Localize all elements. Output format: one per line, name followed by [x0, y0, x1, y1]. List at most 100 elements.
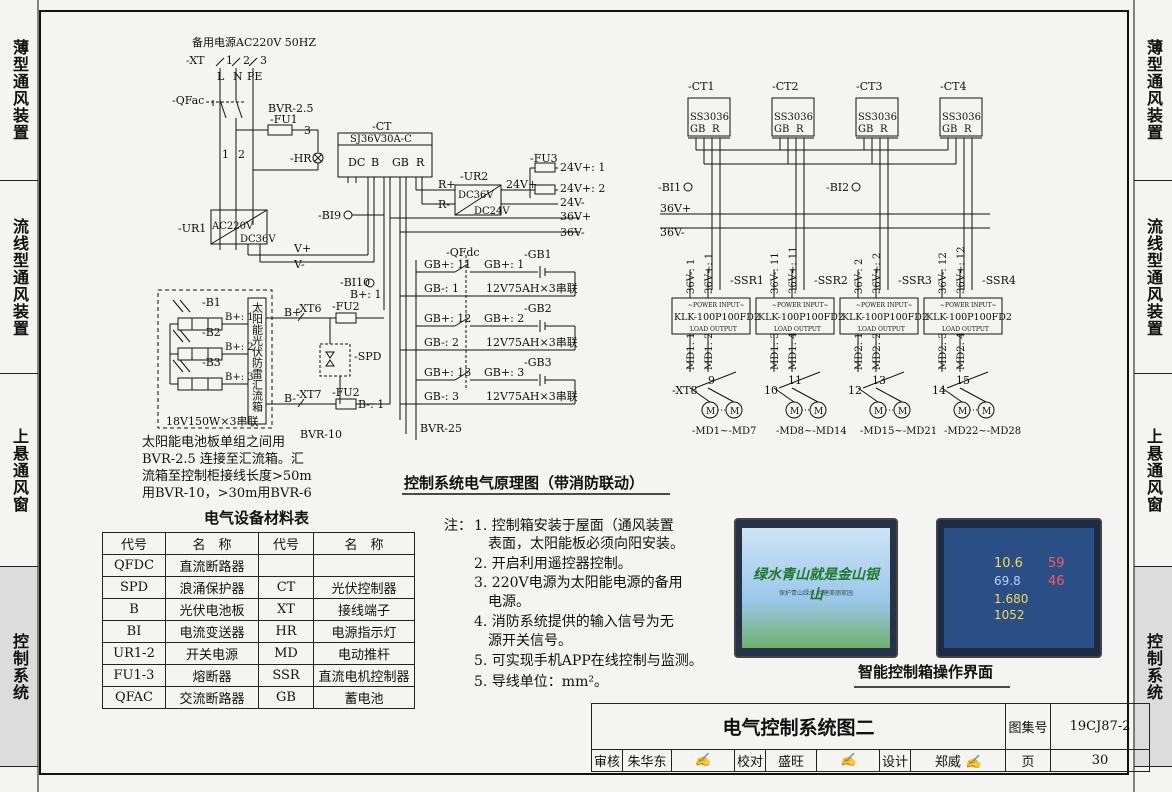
panel-b1-label: -B1: [202, 296, 221, 309]
gb1-left-minus: GB-: 1: [424, 282, 459, 295]
wire-2-label: 2: [238, 148, 245, 161]
ssr4-md1: MD2: 3: [938, 332, 949, 370]
ssr3-in2: 36V+: 2: [872, 253, 883, 294]
diagram-title: 控制系统电气原理图（带消防联动）: [404, 474, 644, 492]
note-1a: 1. 控制箱安装于屋面（通风装置: [474, 518, 674, 534]
page-label: 页: [1005, 749, 1052, 772]
note-6: 5. 导线单位：mm²。: [474, 674, 608, 690]
right-v36plus: 36V+: [660, 202, 691, 215]
note-3b: 电源。: [488, 594, 530, 610]
bvr10-label: BVR-10: [300, 428, 342, 441]
gb3-battery: 12V75AH×3串联: [486, 390, 578, 403]
ur2-output: DC24V: [474, 206, 510, 217]
ssr4-in2: 36V+: 12: [956, 246, 967, 294]
reviewer-name: 朱华东: [622, 749, 673, 772]
ct3-gb: GB: [858, 124, 873, 135]
xt6-label: -XT6: [296, 302, 322, 315]
sidebar-left-tab-0[interactable]: 薄型通风装置: [0, 0, 38, 181]
screen2-value-4: 46: [1048, 574, 1065, 589]
atlas-label: 图集号: [1005, 703, 1052, 750]
sheet-title: 电气控制系统图二: [590, 703, 1007, 750]
ct-label: -CT: [372, 120, 392, 133]
note-line-1: 太阳能电池板单组之间用: [142, 435, 286, 450]
motor-m-5: M: [874, 407, 883, 417]
photos-caption: 智能控制箱操作界面: [858, 663, 994, 681]
ct-pin-dc: DC: [348, 156, 365, 169]
ct1-model: SS3036: [690, 112, 729, 123]
motor-m-8: M: [982, 407, 991, 417]
ct2-gb: GB: [774, 124, 789, 135]
control-box-screen-1: 绿水青山就是金山银山 保护青山绿水 共建美丽家园: [734, 518, 898, 658]
terminal-3: 3: [260, 54, 267, 67]
sidebar-left-tab-2[interactable]: 上悬通风窗: [0, 374, 38, 567]
gb-row-lines: [416, 255, 576, 405]
ssr3-label: -SSR3: [898, 274, 932, 287]
designer-signature: ✍: [965, 755, 982, 770]
header-name-1: 名 称: [165, 532, 259, 555]
motor-m-4: M: [814, 407, 823, 417]
panel-b2-pin: B+: 2: [225, 342, 254, 353]
checker-signature: ✍: [816, 749, 881, 772]
ssr2-in1: 36V-: 11: [770, 252, 781, 294]
backup-power-label: 备用电源AC220V 50HZ: [192, 35, 316, 49]
panel-b3-label: -B3: [202, 356, 221, 369]
bi9-label: -BI9: [318, 209, 341, 222]
motor-m-6: M: [898, 407, 907, 417]
notes-lead: 注：: [444, 518, 472, 534]
ssr1-label: -SSR1: [730, 274, 764, 287]
right-circuit: [660, 97, 1003, 419]
gb2-battery: 12V75AH×3串联: [486, 336, 578, 349]
ssr3-motor-group: -MD15~-MD21: [860, 426, 937, 437]
ssr1-xt: -XT8: [672, 384, 698, 397]
left-circuit-labels: 备用电源AC220V 50HZ -XT 1 2 3 L N PE -QFac B…: [166, 35, 605, 441]
bplus1-label: B+: 1: [350, 288, 382, 301]
ct4-gb: GB: [942, 124, 957, 135]
gb1-left-plus: GB+: 11: [424, 258, 471, 271]
reviewer-signature: ✍: [671, 749, 736, 772]
spd-label: -SPD: [354, 350, 382, 363]
ssr3-md1: MD2: 1: [854, 332, 865, 370]
v24plus1-label: 24V+: 1: [560, 161, 605, 174]
screen2-value-1: 10.6: [994, 556, 1023, 571]
vminus-label: V-: [293, 258, 305, 271]
ct-pin-gb: GB: [392, 156, 409, 169]
motor-m-3: M: [790, 407, 799, 417]
ssr4-xt: 14: [932, 384, 946, 397]
ur2-input: DC36V: [458, 190, 494, 201]
design-label: 设计: [879, 749, 912, 772]
check-label: 校对: [734, 749, 767, 772]
sidebar-left-tab-3[interactable]: 控制系统: [0, 567, 38, 767]
ssr3-xt: 12: [848, 384, 862, 397]
ssr3-md2: MD2: 2: [872, 332, 883, 370]
note-line-2: BVR-2.5 连接至汇流箱。汇: [142, 452, 304, 467]
atlas-number: 19CJ87-2: [1050, 703, 1151, 750]
title-block: 电气控制系统图二 图集号 19CJ87-2 审核 朱华东 ✍ 校对 盛旺 ✍ 设…: [590, 703, 1151, 772]
bminus1-label: B-: 1: [358, 398, 384, 411]
bi10-label: -BI10: [340, 276, 370, 289]
ct-pin-r: R: [416, 156, 425, 169]
ur2-label: -UR2: [460, 170, 488, 183]
sidebar-left-tab-1[interactable]: 流线型通风装置: [0, 181, 38, 374]
hr-label: -HR: [290, 152, 312, 165]
gb1-label: -GB1: [524, 248, 552, 261]
sidebar-right-tab-1[interactable]: 流线型通风装置: [1134, 181, 1172, 374]
sidebar-right-tab-2[interactable]: 上悬通风窗: [1134, 374, 1172, 567]
ssr1-motor-group: -MD1~-MD7: [692, 426, 756, 437]
gb1-battery: 12V75AH×3串联: [486, 282, 578, 295]
sidebar-right-tab-0[interactable]: 薄型通风装置: [1134, 0, 1172, 181]
page-number: 30: [1050, 749, 1151, 772]
ssr2-md2: MD1: 4: [788, 332, 799, 370]
header-name-2: 名 称: [313, 532, 415, 555]
review-label: 审核: [590, 749, 624, 772]
ct2-model: SS3036: [774, 112, 813, 123]
ssr2-model: KLK-100P100FD2: [758, 312, 844, 323]
ssr3-terminal: 13: [872, 374, 886, 387]
screen1-subtitle: 保护青山绿水 共建美丽家园: [779, 590, 853, 597]
bi1-label: -BI1: [658, 181, 681, 194]
v24plus2-label: 24V+: 2: [560, 182, 605, 195]
checker-name: 盛旺: [765, 749, 818, 772]
